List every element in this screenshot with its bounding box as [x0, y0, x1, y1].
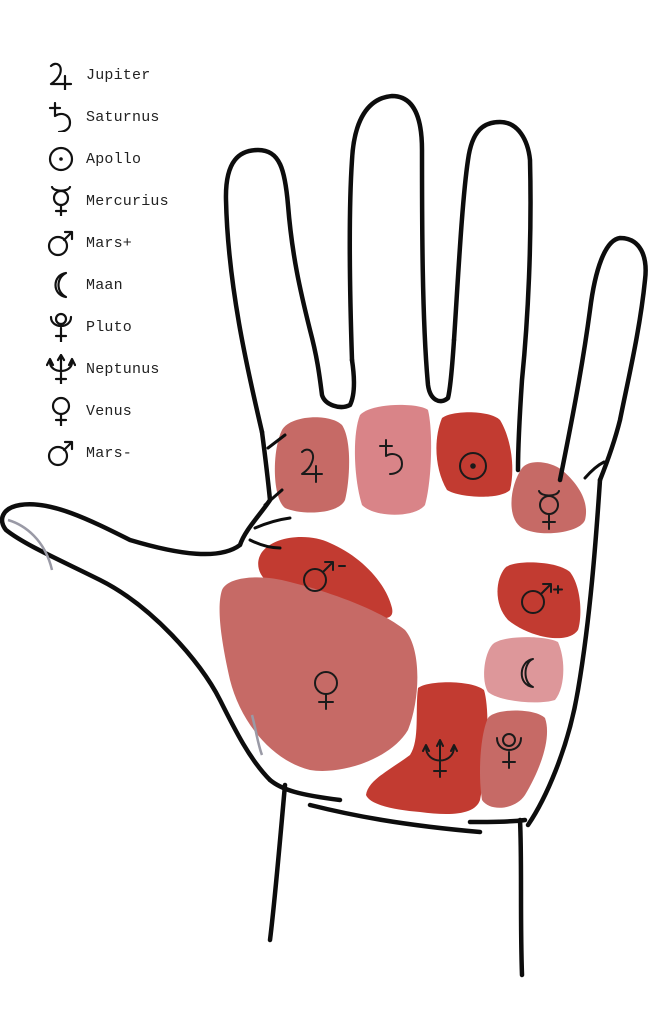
mount-mercury	[511, 462, 587, 534]
mars-minus-icon	[303, 561, 346, 592]
moon-icon	[54, 271, 68, 299]
mars-icon	[47, 230, 74, 257]
legend-item: Pluto	[46, 312, 132, 342]
jupiter-icon	[301, 448, 323, 483]
mount-saturn	[354, 404, 432, 515]
sun-icon	[48, 146, 74, 172]
saturn-icon	[48, 102, 72, 132]
mars-plus-icon	[521, 583, 563, 614]
legend-item: Venus	[46, 396, 132, 426]
mercury-icon	[538, 490, 560, 530]
legend-item: Mercurius	[46, 186, 169, 216]
venus-icon	[51, 396, 71, 426]
legend-item: Mars+	[46, 228, 132, 258]
neptune-icon	[422, 739, 458, 778]
legend-item: Neptunus	[46, 354, 160, 384]
mercury-icon	[50, 186, 72, 216]
venus-icon	[314, 671, 338, 710]
palm-accent	[250, 714, 264, 756]
legend-label: Pluto	[86, 318, 133, 336]
legend-label: Apollo	[86, 150, 142, 168]
legend-item: Maan	[46, 270, 123, 300]
mounts	[219, 404, 587, 815]
pluto-icon	[49, 312, 73, 342]
legend-item: Saturnus	[46, 102, 160, 132]
legend-label: Mercurius	[86, 192, 169, 210]
moon-icon	[520, 658, 534, 688]
sun-icon	[459, 452, 487, 480]
thumb-nail-accent	[7, 518, 54, 571]
hand-outline	[0, 93, 648, 978]
legend-item: Mars-	[46, 438, 132, 468]
legend-item: Apollo	[46, 144, 141, 174]
legend-label: Maan	[86, 276, 123, 294]
legend-label: Neptunus	[86, 360, 160, 378]
neptune-icon	[46, 354, 76, 384]
legend-label: Saturnus	[86, 108, 160, 126]
legend-label: Mars-	[86, 444, 133, 462]
mount-pluto	[480, 710, 548, 808]
jupiter-icon	[49, 62, 73, 90]
mount-jupiter	[274, 417, 350, 513]
saturn-icon	[379, 439, 403, 475]
pluto-icon	[496, 733, 522, 769]
mount-glyphs	[301, 439, 563, 778]
mars-icon	[47, 440, 74, 467]
mount-apollo	[436, 412, 513, 497]
legend-label: Venus	[86, 402, 133, 420]
mount-mars-plus	[497, 562, 581, 639]
legend-label: Jupiter	[86, 66, 151, 84]
legend-label: Mars+	[86, 234, 133, 252]
mount-moon	[484, 637, 564, 703]
legend-item: Jupiter	[46, 60, 150, 90]
